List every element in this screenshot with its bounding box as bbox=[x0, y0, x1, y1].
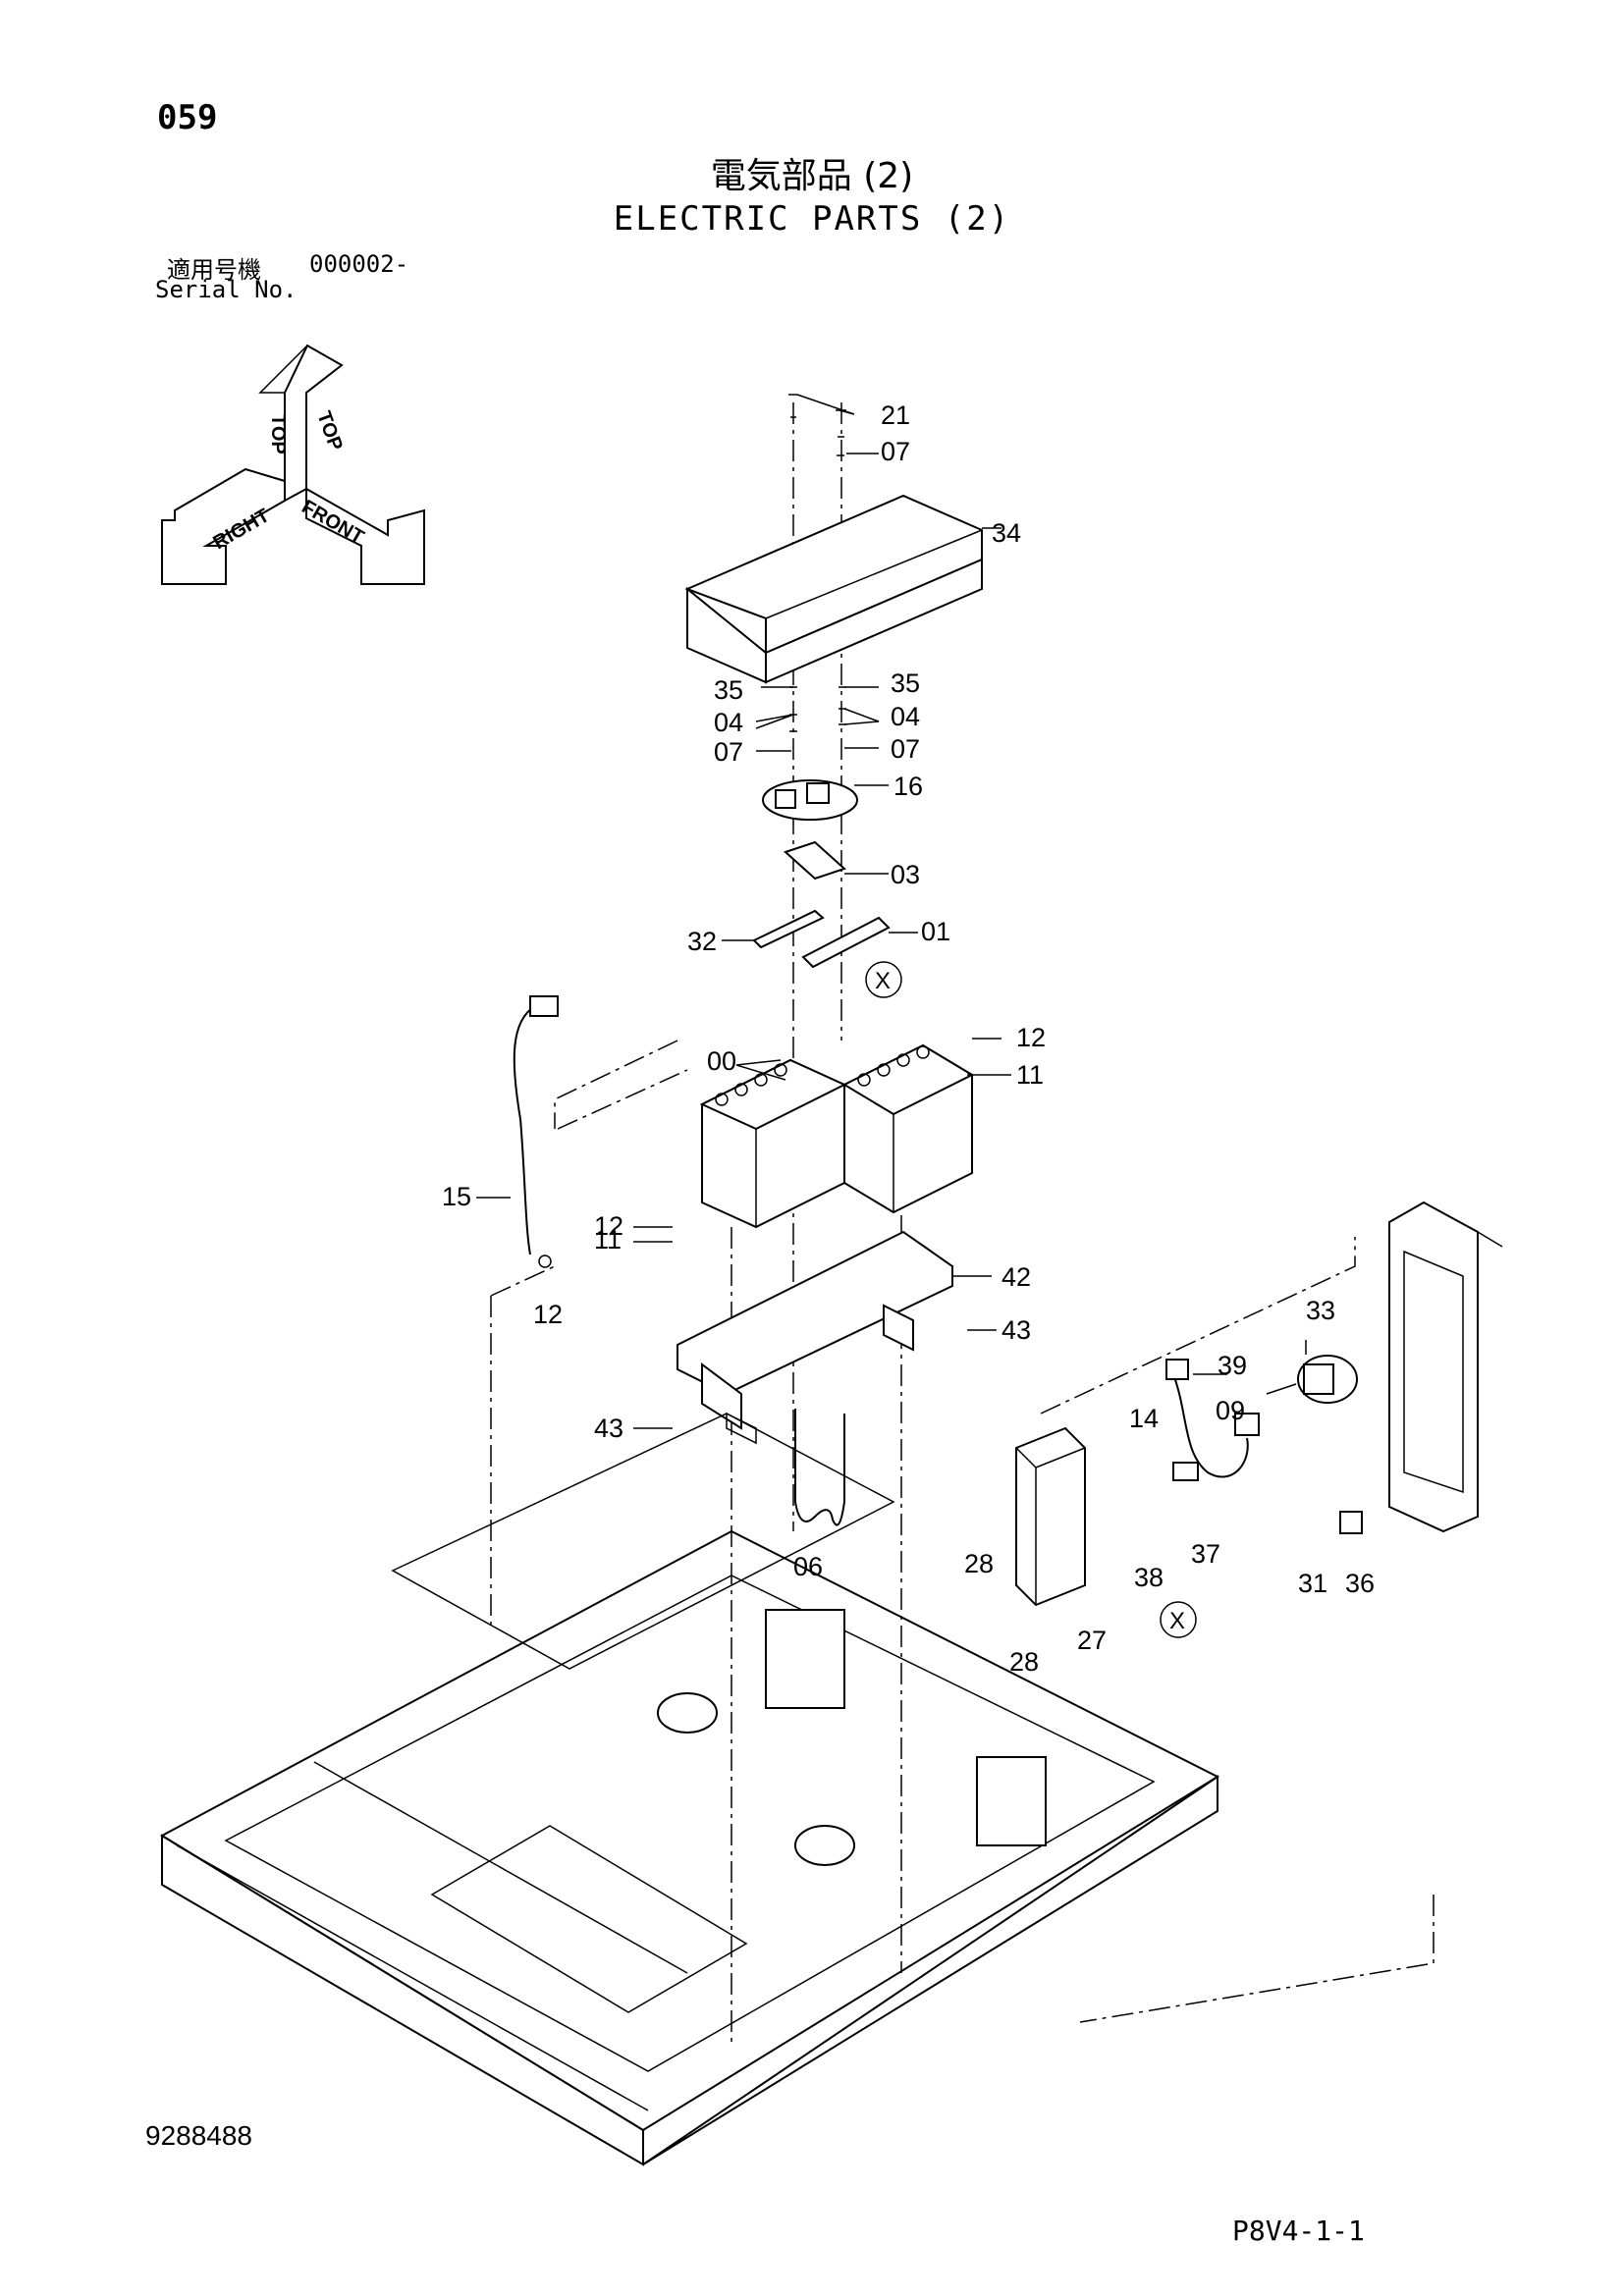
serial-label-en: Serial No. bbox=[155, 276, 298, 303]
callout-35-right: 35 bbox=[891, 668, 920, 698]
callout-15: 15 bbox=[442, 1182, 471, 1211]
callout-31: 31 bbox=[1298, 1569, 1327, 1598]
battery-tray-part bbox=[677, 1230, 953, 1445]
orientation-right-label: RIGHT bbox=[210, 505, 274, 554]
page-number: 059 bbox=[157, 98, 218, 137]
callout-12-left: 12 bbox=[533, 1300, 563, 1329]
callout-37: 37 bbox=[1191, 1539, 1220, 1569]
battery-bracket-part bbox=[762, 779, 858, 821]
page-title-jp: 電気部品 (2) bbox=[710, 156, 914, 196]
orientation-top-label: TOP bbox=[267, 414, 289, 454]
callout-11-right: 11 bbox=[1016, 1060, 1044, 1090]
callout-21: 21 bbox=[881, 400, 910, 430]
serial-label-jp: 適用号機 bbox=[167, 256, 261, 284]
callout-03: 03 bbox=[891, 860, 920, 889]
callout-39: 39 bbox=[1218, 1351, 1247, 1380]
callout-42: 42 bbox=[1001, 1262, 1031, 1292]
bar-part-01 bbox=[801, 916, 891, 969]
callout-09: 09 bbox=[1216, 1396, 1245, 1425]
base-frame-part bbox=[159, 1413, 1220, 2166]
callout-43-right: 43 bbox=[1001, 1315, 1031, 1345]
orientation-indicator: TOP TOP RIGHT FRONT bbox=[161, 344, 425, 585]
battery-cable-part bbox=[513, 1005, 536, 1255]
relay-box-part bbox=[1015, 1426, 1086, 1607]
callout-11-left: 11 bbox=[594, 1225, 622, 1255]
callout-07-left: 07 bbox=[714, 737, 743, 767]
callout-43-left: 43 bbox=[594, 1414, 623, 1443]
orientation-top-label-2: TOP bbox=[312, 408, 347, 454]
callout-16: 16 bbox=[893, 772, 923, 801]
rod-part bbox=[794, 1409, 845, 1526]
callout-12-right: 12 bbox=[1016, 1023, 1046, 1052]
callout-x-top: X bbox=[875, 968, 891, 994]
callout-00: 00 bbox=[707, 1046, 736, 1076]
callout-04-right: 04 bbox=[891, 702, 920, 731]
document-id: 9288488 bbox=[145, 2120, 253, 2151]
callout-01: 01 bbox=[921, 917, 950, 946]
harness-part bbox=[1172, 1373, 1249, 1478]
callout-28-lower: 28 bbox=[1009, 1647, 1039, 1677]
callout-34: 34 bbox=[992, 518, 1021, 548]
callout-28-upper: 28 bbox=[964, 1549, 994, 1578]
callout-38: 38 bbox=[1134, 1563, 1164, 1592]
callout-36: 36 bbox=[1345, 1569, 1375, 1598]
battery-cover-part bbox=[684, 494, 983, 684]
frame-panel-part bbox=[1388, 1201, 1503, 1533]
callout-x-bottom: X bbox=[1169, 1608, 1185, 1634]
page-code: P8V4-1-1 bbox=[1232, 2215, 1365, 2247]
plate-part bbox=[784, 840, 846, 881]
callout-35-left: 35 bbox=[714, 675, 743, 705]
callout-07-right: 07 bbox=[891, 734, 920, 764]
callout-27: 27 bbox=[1077, 1626, 1107, 1655]
solenoid-part bbox=[1297, 1355, 1358, 1404]
bar-part-32 bbox=[752, 909, 825, 949]
serial-value: 000002- bbox=[309, 250, 409, 278]
callout-14: 14 bbox=[1129, 1404, 1159, 1433]
battery-part bbox=[699, 1043, 975, 1229]
callout-06: 06 bbox=[793, 1552, 823, 1581]
callout-12-mid: 12 bbox=[594, 1211, 623, 1241]
callout-07-top: 07 bbox=[881, 437, 910, 466]
callout-04-left: 04 bbox=[714, 708, 743, 737]
page-title-en: ELECTRIC PARTS (2) bbox=[613, 199, 1011, 239]
callout-32: 32 bbox=[687, 927, 717, 956]
callout-33: 33 bbox=[1306, 1296, 1335, 1325]
switch-part bbox=[1339, 1511, 1363, 1534]
